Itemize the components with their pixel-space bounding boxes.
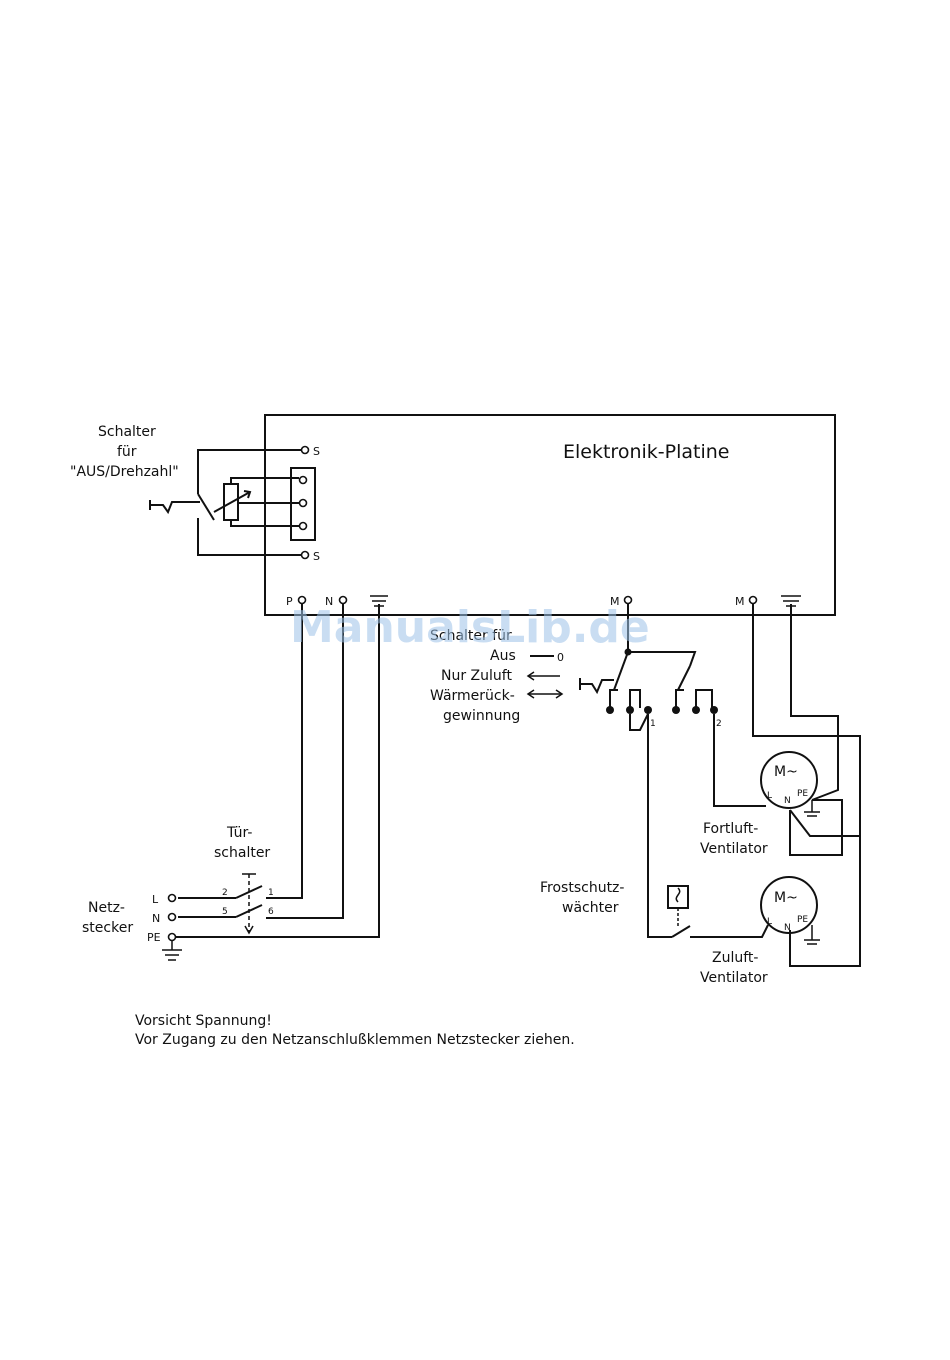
fan-exhaust-l: L [767,791,772,801]
mode-contact-f [710,706,718,714]
terminal-m2 [748,595,758,605]
plug-l-label: L [152,893,159,906]
door-switch-label-1: Tür- [226,825,252,841]
terminal-s-top [300,445,310,455]
fan-exhaust-n: N [784,796,791,806]
plug-pe-label: PE [147,931,161,944]
door-switch-label-2: schalter [214,845,270,861]
mode-aus-symbol: 0 [557,651,564,664]
watermark: ManualsLib.de [290,602,650,653]
speed-switch: Schalter für "AUS/Drehzahl" [70,424,301,556]
speed-switch-label-1: Schalter [98,424,156,440]
warning-note: Vorsicht Spannung! Vor Zugang zu den Net… [135,1013,575,1048]
frost-label-2: wächter [562,900,619,916]
plug-l-terminal [167,893,177,903]
mains-plug: Netz- stecker L N PE [82,604,380,961]
door-switch: Tür- schalter 2 5 1 6 [178,604,344,935]
speed-switch-label-3: "AUS/Drehzahl" [70,464,179,480]
fan-exhaust-label-1: Fortluft- [703,821,758,837]
fan-exhaust: M~ L N PE Fortluft- Ventilator [700,604,861,857]
mode-contact-c [644,706,652,714]
mode-switch: Schalter für Aus 0 Nur Zuluft Wärmerück-… [430,604,722,731]
fan-exhaust-motor-icon [760,751,818,809]
fan-exhaust-symbol: M~ [774,764,798,780]
mode-waerme-label-1: Wärmerück- [430,688,515,704]
plug-n-terminal [167,912,177,922]
mode-switch-title: Schalter für [430,628,512,644]
terminal-s-top-label: S [313,445,320,458]
board-title: Elektronik-Platine [563,441,729,463]
mode-aus-label: Aus [490,648,516,664]
plug-n-label: N [152,912,160,925]
door-pin-5: 5 [222,907,228,917]
mode-nur-zuluft-label: Nur Zuluft [441,668,512,684]
plug-pe-terminal [167,932,177,942]
door-pin-6: 6 [268,907,274,917]
terminal-m1-label: M [610,595,620,608]
frost-sensor-icon [667,885,689,909]
terminal-s-bottom [300,550,310,560]
fan-supply: M~ L N PE Zuluft- Ventilator [690,836,861,986]
plug-label-1: Netz- [88,900,125,916]
terminal-p [297,595,307,605]
mode-contact-1-label: 1 [650,719,656,729]
mode-contact-2-label: 2 [716,719,722,729]
mode-contact-e [692,706,700,714]
fan-supply-n: N [784,923,791,933]
plug-label-2: stecker [82,920,133,936]
terminal-m2-label: M [735,595,745,608]
warning-line-2: Vor Zugang zu den Netzanschlußklemmen Ne… [135,1032,575,1048]
terminal-n-label: N [325,595,333,608]
terminal-s-bottom-label: S [313,550,320,563]
fan-supply-symbol: M~ [774,890,798,906]
mode-contact-d [672,706,680,714]
mode-contact-b [626,706,634,714]
electronics-board: Elektronik-Platine S S P N M M [264,414,836,616]
fan-exhaust-label-2: Ventilator [700,841,768,857]
fan-supply-label-1: Zuluft- [712,950,758,966]
fan-exhaust-pe: PE [797,789,808,799]
fan-supply-l: L [767,917,772,927]
terminal-m1 [623,595,633,605]
door-pin-1: 1 [268,888,274,898]
door-pin-2: 2 [222,888,228,898]
warning-line-1: Vorsicht Spannung! [135,1013,272,1029]
frost-protection: Frostschutz- wächter [540,714,691,938]
terminal-p-label: P [286,595,293,608]
fan-supply-pe: PE [797,915,808,925]
frost-label-1: Frostschutz- [540,880,624,896]
terminal-n [338,595,348,605]
mode-waerme-label-2: gewinnung [443,708,520,724]
fan-supply-label-2: Ventilator [700,970,768,986]
speed-switch-label-2: für [117,444,137,460]
mode-contact-a [606,706,614,714]
